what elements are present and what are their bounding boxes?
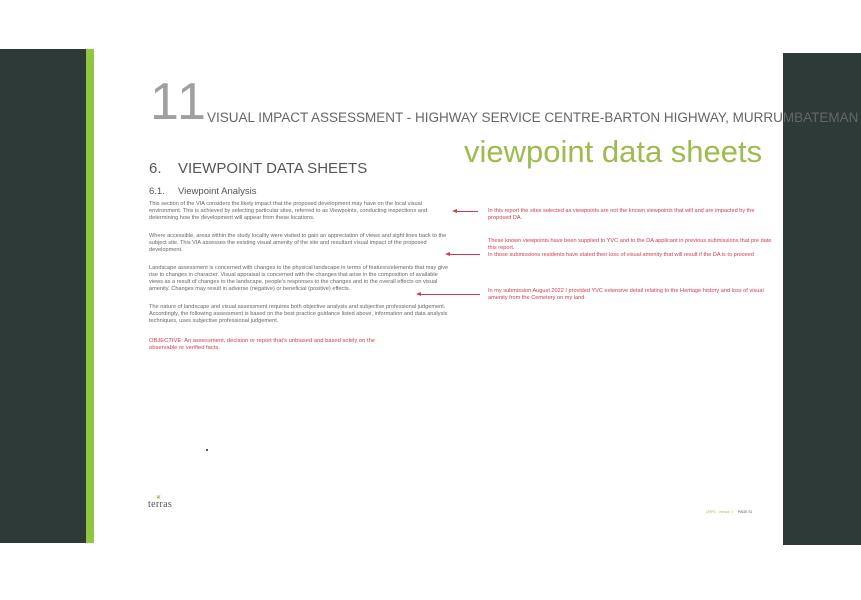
document-page — [94, 49, 783, 543]
footer-doc-ref: URPS · version 1 — [706, 510, 734, 514]
section-title: VIEWPOINT DATA SHEETS — [178, 160, 368, 177]
objective-note: OBJECTIVE: An assessment, decision or re… — [149, 338, 376, 351]
scan-border-left — [0, 49, 86, 543]
section-heading: 6. VIEWPOINT DATA SHEETS — [149, 160, 367, 177]
document-title: VISUAL IMPACT ASSESSMENT - HIGHWAY SERVI… — [207, 110, 859, 125]
logo-text: terras — [148, 499, 173, 510]
leaf-icon: ❦ — [156, 495, 162, 501]
annotation-arrow-2 — [445, 252, 480, 256]
subsection-number: 6.1. — [149, 186, 165, 197]
annotation-note-1: In this report the sites selected as vie… — [488, 208, 755, 221]
subsection-heading: 6.1. Viewpoint Analysis — [149, 186, 257, 197]
stray-mark — [206, 449, 208, 451]
section-number: 6. — [149, 160, 162, 177]
paragraph-2: Where accessible, areas within the study… — [149, 233, 447, 253]
accent-title: viewpoint data sheets — [464, 134, 763, 169]
annotation-note-4: In my submission August 2022 I provided … — [488, 288, 764, 301]
green-accent-strip — [86, 49, 94, 543]
paragraph-4: The nature of landscape and visual asses… — [149, 304, 448, 324]
annotation-arrow-3 — [416, 292, 480, 296]
annotation-arrow-1 — [452, 209, 478, 213]
paragraph-3: Landscape assessment is concerned with c… — [149, 265, 449, 292]
footer-page-number: PAGE 51 — [738, 510, 753, 514]
scan-border-right — [783, 53, 861, 545]
subsection-title: Viewpoint Analysis — [178, 186, 257, 197]
annotation-note-3: In those submissions residents have stat… — [488, 252, 754, 258]
paragraph-1: This section of the VIA considers the li… — [149, 201, 428, 221]
chapter-number: 11 — [150, 73, 208, 131]
annotation-note-2: These known viewpoints have been supplie… — [488, 238, 772, 251]
company-logo: ❦ terras — [148, 495, 173, 510]
